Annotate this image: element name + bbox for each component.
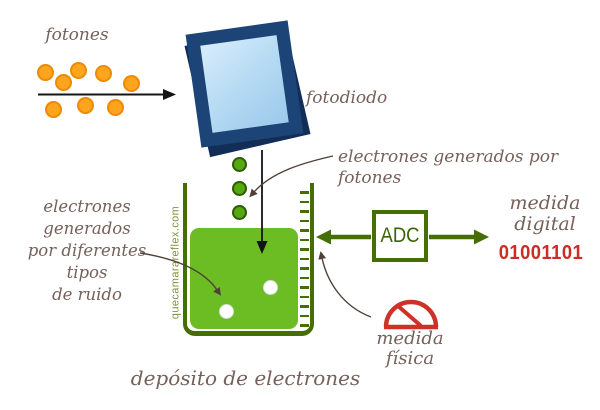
graduation-tick <box>300 210 309 213</box>
photon-dot <box>106 98 124 116</box>
photon-dot <box>36 63 54 81</box>
graduation-tick <box>300 314 309 318</box>
graduation-tick <box>300 238 309 242</box>
digital-measure-label: medida digital <box>500 193 590 235</box>
graduation-tick <box>300 229 309 232</box>
graduation-tick <box>300 257 309 261</box>
gauge-icon <box>383 299 439 330</box>
photodiode-body <box>185 20 304 148</box>
graduation-tick <box>300 324 309 327</box>
physical-measure-line2: física <box>385 348 435 369</box>
graduation-tick <box>300 286 309 289</box>
photodiode-icon <box>184 20 311 158</box>
physical-measure-pointer-curve <box>318 251 372 318</box>
electron-well-caption: depósito de electrones <box>130 366 361 390</box>
watermark-text: quecamarareflex.com <box>169 205 182 320</box>
graduation-tick <box>300 267 309 270</box>
noise-electron-dot <box>218 303 234 319</box>
photon-dot <box>76 96 94 114</box>
graduation-tick <box>300 305 309 308</box>
electron-dot <box>231 180 247 196</box>
noise-label-line2: por diferentes tipos <box>27 241 147 282</box>
electron-dot <box>231 156 247 172</box>
digital-measure-line2: digital <box>514 213 576 235</box>
photodiode-sensor-surface <box>200 35 289 133</box>
graduation-tick <box>300 191 309 194</box>
graduation-tick <box>300 295 309 299</box>
electron-well-container <box>183 183 314 336</box>
photons-label: fotones <box>45 25 109 45</box>
photodiode-label: fotodiodo <box>306 88 388 108</box>
electron-dot <box>231 204 247 220</box>
graduation-tick <box>300 248 309 251</box>
noise-electrons-label: electrones generados por diferentes tipo… <box>8 196 166 306</box>
photon-dot <box>122 74 140 92</box>
photon-electrons-label: electrones generados por fotones <box>338 147 559 189</box>
photon-dot <box>54 73 72 91</box>
photon-dot <box>44 100 62 118</box>
graduation-tick <box>300 276 309 280</box>
graduation-tick <box>300 200 309 204</box>
photon-dot <box>94 64 112 82</box>
binary-readout: 01001101 <box>498 242 584 264</box>
adc-label: ADC <box>380 224 420 247</box>
noise-label-line3: de ruido <box>52 285 122 304</box>
noise-electron-dot <box>262 279 278 295</box>
physical-measure-line1: medida <box>376 328 444 349</box>
photon-dot <box>69 61 87 79</box>
physical-measure-label: medida física <box>368 329 452 369</box>
adc-box: ADC <box>372 210 428 262</box>
noise-label-line1: electrones generados <box>43 197 131 238</box>
digital-measure-line1: medida <box>509 192 581 214</box>
graduation-tick <box>300 219 309 223</box>
